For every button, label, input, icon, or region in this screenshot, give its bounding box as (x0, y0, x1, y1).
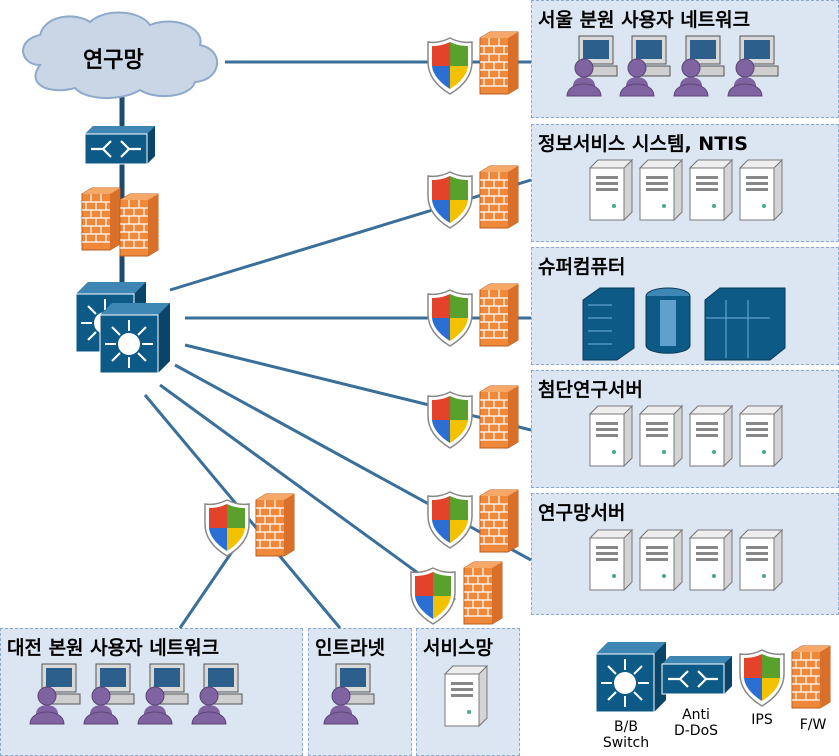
legend-anti-ddos-label: Anti D-DoS (664, 707, 728, 739)
legend-anti-ddos-line2: D-DoS (673, 723, 719, 739)
research-network-cloud (22, 11, 218, 100)
firewall-supercomputer (479, 283, 519, 347)
panel-ntis: 정보서비스 시스템, NTIS (531, 124, 839, 242)
firewall-research-net (479, 489, 519, 553)
backbone-switch-2 (99, 302, 171, 374)
panel-intranet-title: 인트라넷 (315, 637, 385, 659)
panel-ntis-title: 정보서비스 시스템, NTIS (538, 133, 748, 155)
ips-advanced (427, 391, 473, 449)
firewall-ntis (479, 165, 519, 229)
ips-service (410, 567, 456, 625)
intranet-user (323, 663, 375, 725)
daejeon-users (29, 663, 243, 725)
panel-research-net-server: 연구망서버 (531, 493, 839, 615)
cloud-label: 연구망 (83, 48, 144, 73)
legend-fw-icon (791, 645, 831, 709)
panel-advanced-research-title: 첨단연구서버 (538, 379, 643, 401)
legend-bb-switch-icon (595, 641, 667, 713)
legend-bb-switch-line1: B/B (614, 719, 638, 735)
ips-daejeon (204, 499, 250, 557)
trunk-firewall-1 (81, 187, 121, 251)
legend-bb-switch-line2: Switch (602, 735, 650, 751)
ips-supercomputer (427, 289, 473, 347)
seoul-users (566, 35, 779, 97)
supercomputer-units (582, 287, 786, 361)
legend-ips-label: IPS (751, 712, 773, 728)
ips-research-net (427, 491, 473, 549)
anti-ddos-device (83, 124, 157, 166)
legend-anti-ddos-line1: Anti (682, 707, 710, 723)
firewall-daejeon (255, 493, 295, 557)
legend-bb-switch-label: B/B Switch (594, 719, 658, 751)
panel-service-net-title: 서비스망 (423, 637, 493, 659)
trunk-firewall-2 (119, 193, 159, 257)
advanced-research-servers (589, 405, 783, 467)
connection-lines (119, 60, 532, 629)
ips-ntis (427, 171, 473, 229)
research-net-servers (589, 529, 783, 591)
legend-fw-label: F/W (799, 717, 827, 733)
service-net-server (444, 665, 488, 727)
legend-anti-ddos-icon (660, 654, 734, 696)
panel-seoul-title: 서울 분원 사용자 네트워크 (538, 9, 751, 31)
ntis-servers (589, 159, 783, 221)
ips-seoul (427, 37, 473, 95)
legend-ips-icon (739, 649, 785, 707)
panel-supercomputer-title: 슈퍼컴퓨터 (538, 256, 626, 278)
firewall-seoul (479, 31, 519, 95)
firewall-service (463, 561, 503, 625)
panel-research-net-server-title: 연구망서버 (538, 502, 626, 524)
firewall-advanced (479, 385, 519, 449)
panel-advanced-research: 첨단연구서버 (531, 370, 839, 488)
panel-daejeon-title: 대전 본원 사용자 네트워크 (7, 637, 220, 659)
